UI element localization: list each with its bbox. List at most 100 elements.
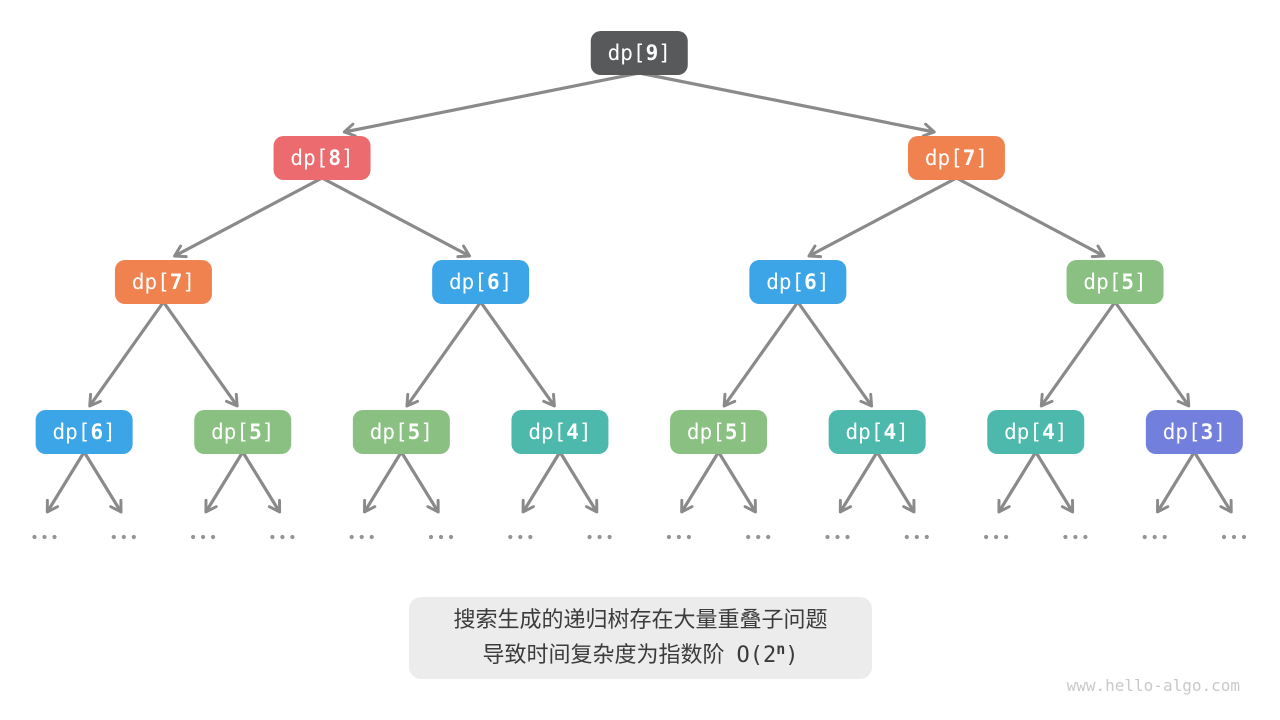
ellipsis-dot (1162, 534, 1167, 540)
ellipsis-dot (42, 534, 47, 540)
node-label: dp[6] (449, 270, 512, 294)
tree-edge (680, 451, 720, 514)
ellipsis-dot (290, 534, 295, 540)
node-box (1145, 410, 1243, 454)
node-box (114, 260, 212, 304)
node-label: dp[5] (211, 420, 274, 444)
node-box (273, 136, 371, 180)
tree-edge (342, 71, 640, 138)
tree-edge (638, 71, 936, 138)
node-box (828, 410, 926, 454)
tree-node-dp9-L1: dp[9] (590, 31, 688, 75)
tree-node-dp4-L4: dp[4] (511, 410, 609, 454)
leaf-ellipsis (428, 534, 454, 540)
ellipsis-dot (359, 534, 364, 540)
ellipsis-dot (766, 534, 771, 540)
leaf-ellipsis (666, 534, 692, 540)
tree-edge (321, 176, 472, 259)
ellipsis-dot (448, 534, 454, 540)
leaf-ellipsis (904, 534, 929, 540)
tree-node-dp5-L3: dp[5] (1066, 260, 1164, 304)
ellipsis-dot (587, 534, 592, 540)
tree-edge (722, 301, 800, 408)
ellipsis-dot (825, 534, 830, 540)
node-label: dp[7] (925, 146, 988, 170)
ellipsis-dot (270, 534, 275, 540)
tree-edge (399, 451, 440, 514)
tree-edge (363, 451, 403, 514)
node-box (194, 410, 292, 454)
tree-node-dp5-L4: dp[5] (670, 410, 768, 454)
ellipsis-dot (52, 534, 57, 540)
tree-edge (521, 451, 562, 514)
node-box (352, 410, 450, 454)
tree-edge (997, 451, 1038, 514)
ellipsis-dot (211, 534, 216, 540)
tree-edge (1039, 301, 1117, 408)
ellipsis-dot (508, 534, 513, 540)
tree-edge (838, 451, 879, 514)
ellipsis-dot (121, 534, 126, 540)
tree-edge (875, 451, 916, 514)
node-label: dp[5] (1083, 270, 1146, 294)
tree-node-dp5-L4: dp[5] (352, 410, 450, 454)
node-label: dp[6] (53, 420, 116, 444)
leaf-ellipsis (1063, 534, 1088, 540)
ellipsis-dot (280, 534, 285, 540)
ellipsis-dot (369, 534, 374, 540)
tree-edge (82, 451, 123, 514)
tree-edge (558, 451, 599, 514)
ellipsis-dot (984, 534, 989, 540)
ellipsis-dot (1083, 534, 1088, 540)
node-label: dp[5] (687, 420, 750, 444)
leaf-ellipsis (587, 534, 612, 540)
tree-edge (405, 301, 482, 408)
node-label: dp[9] (608, 41, 671, 65)
tree-edge (796, 301, 874, 408)
ellipsis-dot (924, 534, 929, 540)
ellipsis-dot (1241, 534, 1247, 540)
ellipsis-dot (676, 534, 682, 540)
tree-node-dp6-L4: dp[6] (35, 410, 133, 454)
tree-node-dp3-L4: dp[3] (1145, 410, 1243, 454)
leaf-ellipsis (746, 534, 771, 540)
node-box (987, 410, 1085, 454)
ellipsis-dot (597, 534, 602, 540)
tree-node-dp7-L3: dp[7] (114, 260, 212, 304)
ellipsis-dot (1221, 534, 1227, 540)
caption-text-2: 导致时间复杂度为指数阶 (482, 641, 725, 667)
tree-node-dp4-L4: dp[4] (987, 410, 1085, 454)
node-box (907, 136, 1005, 180)
ellipsis-dot (528, 534, 533, 540)
leaf-ellipsis (508, 534, 533, 540)
leaf-ellipsis (349, 534, 374, 540)
node-box (590, 31, 688, 75)
caption-line-1: 搜索生成的递归树存在大量重叠子问题 (409, 602, 872, 637)
ellipsis-dot (1073, 534, 1078, 540)
tree-node-dp4-L4: dp[4] (828, 410, 926, 454)
tree-edge (173, 176, 323, 259)
ellipsis-dot (845, 534, 850, 540)
tree-edge (162, 301, 239, 408)
ellipsis-dot (131, 534, 136, 540)
ellipsis-dot (111, 534, 116, 540)
tree-edge (241, 451, 282, 514)
ellipsis-dot (1152, 534, 1157, 540)
ellipsis-dot (1063, 534, 1068, 540)
node-label: dp[6] (766, 270, 829, 294)
tree-edge (204, 451, 245, 514)
ellipsis-dot (746, 534, 751, 540)
ellipsis-dot (666, 534, 672, 540)
tree-edge (1156, 451, 1196, 514)
ellipsis-dot (1004, 534, 1009, 540)
ellipsis-dot (756, 534, 761, 540)
tree-edge (1113, 301, 1191, 408)
leaf-ellipsis (1142, 534, 1167, 540)
leaf-ellipsis (270, 534, 295, 540)
ellipsis-dot (607, 534, 612, 540)
node-label: dp[3] (1163, 420, 1226, 444)
ellipsis-dot (914, 534, 919, 540)
